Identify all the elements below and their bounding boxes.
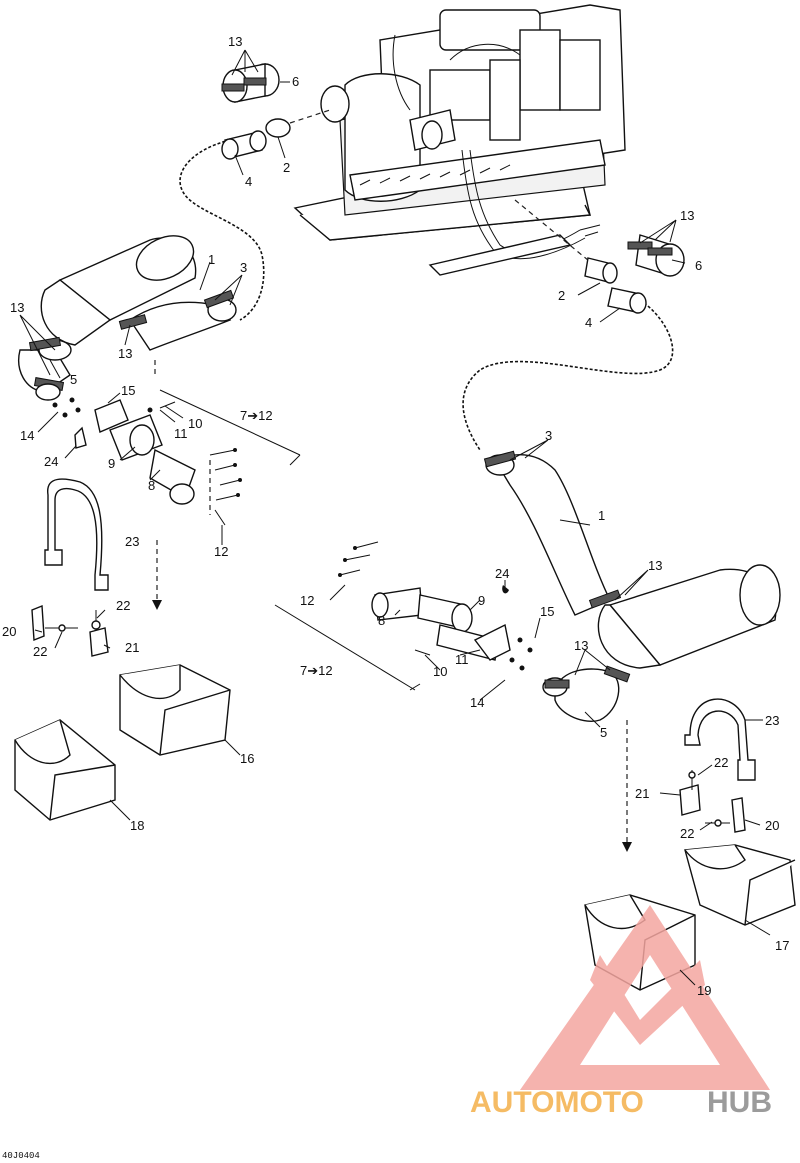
callout-6: 6 — [292, 74, 299, 89]
callout-9: 9 — [108, 456, 115, 471]
leader-lines — [19, 49, 771, 986]
hose-guide-line-upper — [289, 109, 331, 124]
callout-7-to-12: 7➔12 — [240, 408, 273, 423]
callout-8: 8 — [378, 613, 385, 628]
callout-22: 22 — [680, 826, 694, 841]
callout-5: 5 — [70, 372, 77, 387]
callout-22: 22 — [33, 644, 47, 659]
callout-labels: 13 6 2 4 1 3 13 13 5 15 7➔12 10 11 14 24… — [2, 34, 789, 998]
callout-16: 16 — [240, 751, 254, 766]
callout-13: 13 — [228, 34, 242, 49]
water-hose-upper-left — [179, 139, 265, 321]
callout-15: 15 — [540, 604, 554, 619]
callout-22: 22 — [116, 598, 130, 613]
callout-19: 19 — [697, 983, 711, 998]
hose-clamp-group-top-left — [221, 63, 291, 160]
callout-4: 4 — [245, 174, 252, 189]
outlet-pipe-left — [52, 397, 242, 526]
bracket-line-right-7-12 — [274, 604, 421, 691]
callout-3: 3 — [240, 260, 247, 275]
callout-22: 22 — [714, 755, 728, 770]
watermark-triangle-logo — [520, 905, 770, 1090]
callout-9: 9 — [478, 593, 485, 608]
outlet-pipe-right — [338, 541, 533, 671]
callout-8: 8 — [148, 478, 155, 493]
callout-5: 5 — [600, 725, 607, 740]
callout-24: 24 — [44, 454, 58, 469]
callout-2: 2 — [558, 288, 565, 303]
callout-12: 12 — [300, 593, 314, 608]
watermark-brand-part2: HUB — [707, 1086, 772, 1119]
callout-1: 1 — [598, 508, 605, 523]
callout-7-to-12: 7➔12 — [300, 663, 333, 678]
callout-20: 20 — [2, 624, 16, 639]
automotohub-watermark: AUTOMOTO HUB — [470, 905, 772, 1119]
callout-18: 18 — [130, 818, 144, 833]
callout-13: 13 — [118, 346, 132, 361]
water-hose-right — [462, 299, 674, 451]
callout-6: 6 — [695, 258, 702, 273]
callout-3: 3 — [545, 428, 552, 443]
callout-1: 1 — [208, 252, 215, 267]
callout-15: 15 — [121, 383, 135, 398]
watermark-brand-part1: AUTOMOTO — [470, 1086, 644, 1119]
callout-12: 12 — [214, 544, 228, 559]
engine-assembly — [293, 4, 626, 276]
muffler-right — [483, 450, 781, 722]
callout-10: 10 — [188, 416, 202, 431]
callout-14: 14 — [470, 695, 484, 710]
callout-10: 10 — [433, 664, 447, 679]
callout-17: 17 — [775, 938, 789, 953]
callout-11: 11 — [174, 426, 188, 441]
muffler-left — [18, 235, 237, 401]
support-block-18 — [14, 719, 116, 821]
support-block-16 — [119, 664, 231, 756]
diagram-reference-code: 40J0404 — [2, 1151, 40, 1161]
callout-13: 13 — [680, 208, 694, 223]
bracket-line-left-7-12 — [159, 389, 301, 466]
callout-13: 13 — [648, 558, 662, 573]
callout-21: 21 — [125, 640, 139, 655]
bracket-group-right — [679, 770, 746, 833]
callout-21: 21 — [635, 786, 649, 801]
strap-right — [622, 698, 756, 852]
strap-left — [44, 478, 162, 610]
support-block-17 — [684, 844, 796, 926]
hose-guide-line-right — [514, 199, 601, 271]
callout-2: 2 — [283, 160, 290, 175]
callout-23: 23 — [765, 713, 779, 728]
callout-24: 24 — [495, 566, 509, 581]
callout-20: 20 — [765, 818, 779, 833]
callout-13: 13 — [574, 638, 588, 653]
callout-11: 11 — [455, 652, 469, 667]
callout-23: 23 — [125, 534, 139, 549]
hose-clamp-group-right — [584, 234, 685, 314]
callout-4: 4 — [585, 315, 592, 330]
callout-13: 13 — [10, 300, 24, 315]
callout-14: 14 — [20, 428, 34, 443]
